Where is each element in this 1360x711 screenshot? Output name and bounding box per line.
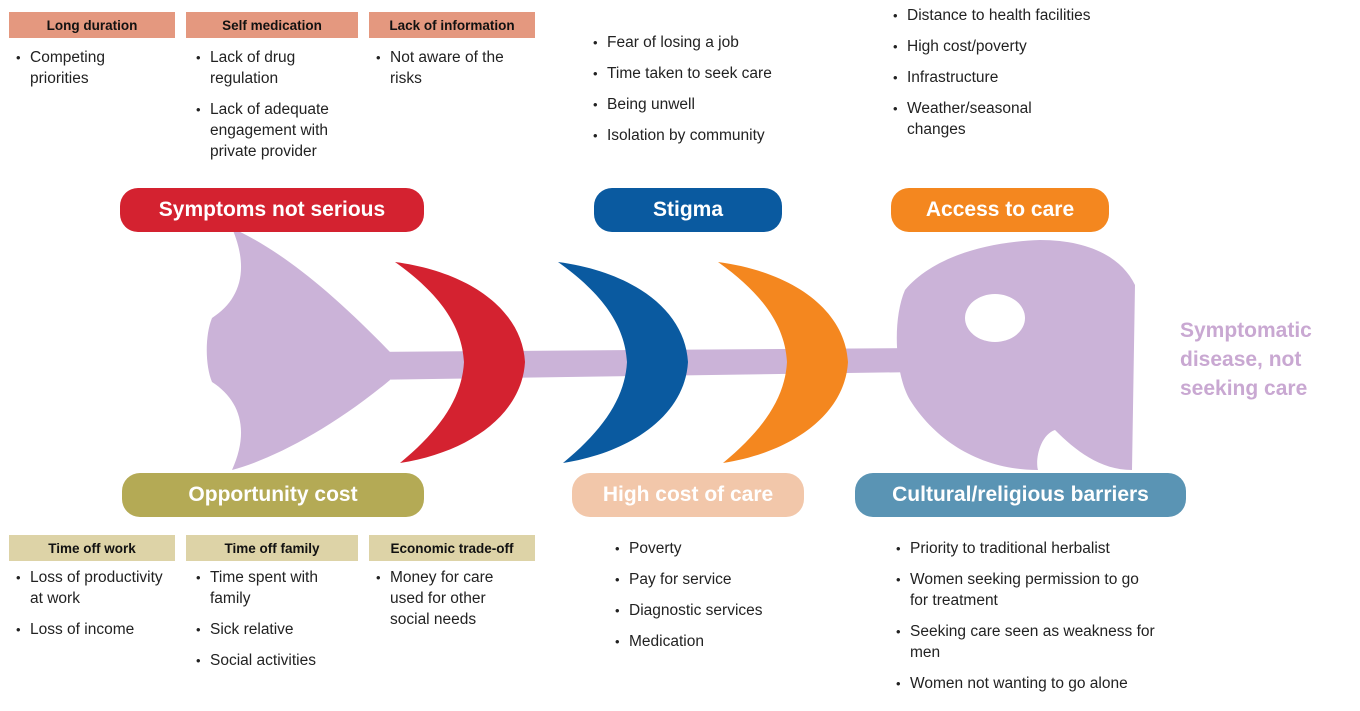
list-time-off-work: Loss of productivity at work Loss of inc… [16, 567, 166, 650]
list-high-cost-of-care: Poverty Pay for service Diagnostic servi… [615, 538, 815, 662]
list-item: Time taken to seek care [593, 63, 803, 84]
list-item: Not aware of the risks [376, 47, 538, 89]
list-item: Money for care used for other social nee… [376, 567, 516, 630]
category-cultural-religious-barriers: Cultural/religious barriers [855, 473, 1186, 517]
list-self-medication: Lack of drug regulation Lack of adequate… [196, 47, 358, 172]
list-cultural-religious-barriers: Priority to traditional herbalist Women … [896, 538, 1158, 704]
category-opportunity-cost: Opportunity cost [122, 473, 424, 517]
list-item: Women not wanting to go alone [896, 673, 1158, 694]
subhead-lack-of-information: Lack of information [369, 12, 535, 38]
list-long-duration: Competing priorities [16, 47, 166, 99]
list-item: Isolation by community [593, 125, 803, 146]
list-item: Sick relative [196, 619, 346, 640]
list-time-off-family: Time spent with family Sick relative Soc… [196, 567, 346, 681]
category-stigma: Stigma [594, 188, 782, 232]
list-item: Lack of adequate engagement with private… [196, 99, 358, 162]
subhead-economic-trade-off: Economic trade-off [369, 535, 535, 561]
list-item: Lack of drug regulation [196, 47, 358, 89]
category-high-cost-of-care: High cost of care [572, 473, 804, 517]
list-item: High cost/poverty [893, 36, 1093, 57]
rib-blue [558, 262, 688, 463]
list-item: Pay for service [615, 569, 815, 590]
list-item: Women seeking permission to go for treat… [896, 569, 1158, 611]
subhead-time-off-family: Time off family [186, 535, 358, 561]
list-item: Loss of productivity at work [16, 567, 166, 609]
list-item: Being unwell [593, 94, 803, 115]
list-item: Weather/seasonal changes [893, 98, 1093, 140]
category-access-to-care: Access to care [891, 188, 1109, 232]
fish-head [896, 240, 1135, 470]
list-item: Time spent with family [196, 567, 346, 609]
fish-tail [206, 228, 390, 470]
list-item: Diagnostic services [615, 600, 815, 621]
category-symptoms-not-serious: Symptoms not serious [120, 188, 424, 232]
list-item: Social activities [196, 650, 346, 671]
list-item: Seeking care seen as weakness for men [896, 621, 1158, 663]
list-item: Infrastructure [893, 67, 1093, 88]
list-stigma: Fear of losing a job Time taken to seek … [593, 32, 803, 156]
outcome-label: Symptomatic disease, not seeking care [1180, 319, 1312, 400]
list-item: Competing priorities [16, 47, 166, 89]
subhead-self-medication: Self medication [186, 12, 358, 38]
list-lack-of-information: Not aware of the risks [376, 47, 538, 99]
fish-eye [965, 294, 1025, 342]
list-item: Fear of losing a job [593, 32, 803, 53]
rib-red [395, 262, 525, 463]
subhead-long-duration: Long duration [9, 12, 175, 38]
list-item: Distance to health facilities [893, 5, 1093, 26]
rib-orange [718, 262, 848, 463]
list-item: Medication [615, 631, 815, 652]
subhead-time-off-work: Time off work [9, 535, 175, 561]
list-access-to-care: Distance to health facilities High cost/… [893, 5, 1093, 150]
list-item: Loss of income [16, 619, 166, 640]
list-item: Poverty [615, 538, 815, 559]
list-economic-trade-off: Money for care used for other social nee… [376, 567, 516, 640]
list-item: Priority to traditional herbalist [896, 538, 1158, 559]
